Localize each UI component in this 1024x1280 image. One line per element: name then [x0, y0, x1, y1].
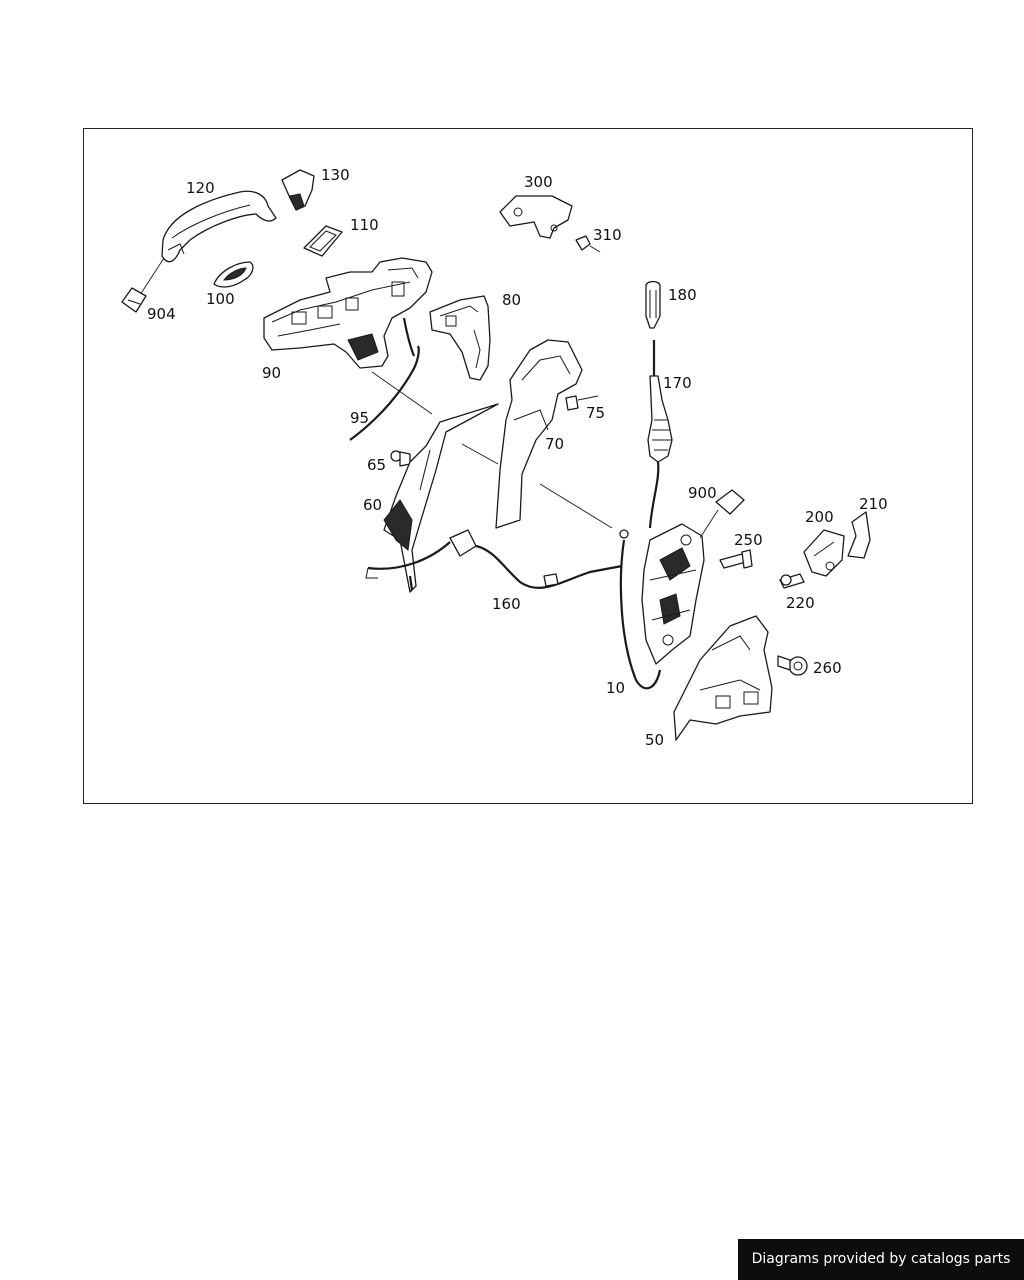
label-220: 220 [786, 594, 815, 612]
diagram-frame [83, 128, 973, 804]
label-120: 120 [186, 179, 215, 197]
part-trim-60[interactable] [383, 403, 499, 593]
label-904: 904 [147, 305, 176, 323]
label-900: 900 [688, 484, 717, 502]
attribution-banner: Diagrams provided by catalogs parts [738, 1239, 1024, 1280]
label-210: 210 [859, 495, 888, 513]
part-plate-210[interactable] [847, 511, 871, 559]
label-160: 160 [492, 595, 521, 613]
part-outer-handle[interactable] [161, 190, 277, 263]
label-200: 200 [805, 508, 834, 526]
label-10: 10 [606, 679, 625, 697]
part-handle-carrier[interactable] [263, 257, 433, 369]
part-lock-rod-170[interactable] [647, 340, 673, 529]
label-110: 110 [350, 216, 379, 234]
part-door-lock[interactable] [641, 523, 705, 665]
part-screw-65[interactable] [390, 450, 411, 467]
part-cable-10[interactable] [619, 529, 662, 690]
part-screw-75[interactable] [565, 395, 599, 411]
label-75: 75 [586, 404, 605, 422]
label-180: 180 [668, 286, 697, 304]
part-seal-100[interactable] [213, 261, 254, 288]
label-310: 310 [593, 226, 622, 244]
part-gasket-110[interactable] [303, 225, 343, 257]
label-70: 70 [545, 435, 564, 453]
part-connector-900[interactable] [715, 489, 745, 515]
label-250: 250 [734, 531, 763, 549]
part-striker-200[interactable] [803, 529, 845, 577]
label-170: 170 [663, 374, 692, 392]
part-trim-70[interactable] [495, 339, 583, 529]
part-rod-95[interactable] [349, 317, 420, 441]
label-100: 100 [206, 290, 235, 308]
label-60: 60 [363, 496, 382, 514]
label-80: 80 [502, 291, 521, 309]
label-50: 50 [645, 731, 664, 749]
label-260: 260 [813, 659, 842, 677]
part-bracket-80[interactable] [429, 295, 491, 381]
part-clip-904[interactable] [121, 287, 147, 313]
label-95: 95 [350, 409, 369, 427]
part-screw-220[interactable] [779, 573, 805, 589]
label-130: 130 [321, 166, 350, 184]
part-lock-knob[interactable] [645, 280, 661, 329]
part-cable-160[interactable] [365, 529, 623, 591]
label-65: 65 [367, 456, 386, 474]
part-fastener-310[interactable] [575, 235, 591, 251]
part-bolt-260[interactable] [777, 655, 808, 676]
label-90: 90 [262, 364, 281, 382]
part-end-cap[interactable] [281, 169, 315, 211]
part-lock-cover-50[interactable] [673, 615, 773, 741]
label-300: 300 [524, 173, 553, 191]
part-bracket-300[interactable] [499, 195, 573, 239]
part-screw-250[interactable] [719, 549, 753, 569]
